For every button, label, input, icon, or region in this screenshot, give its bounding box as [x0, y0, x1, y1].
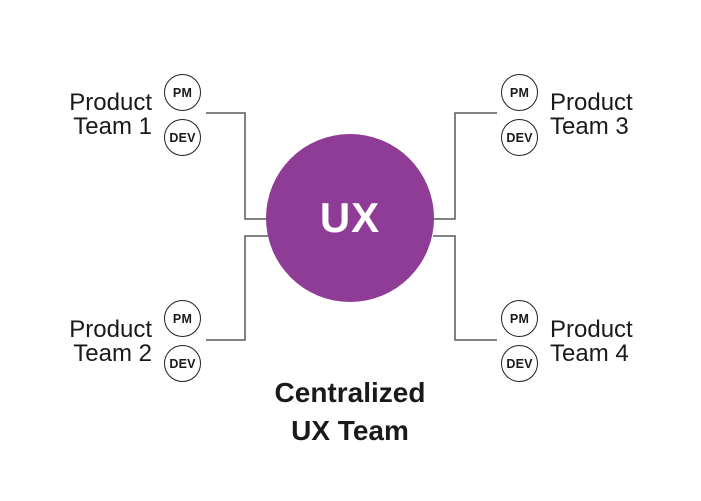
team4-dev-circle: DEV	[501, 345, 538, 382]
team4-pm-circle: PM	[501, 300, 538, 337]
caption-line2: UX Team	[291, 415, 409, 446]
team2-dev-circle: DEV	[164, 345, 201, 382]
team2-roles: PM DEV	[164, 300, 201, 382]
team3-label: Product Team 3	[550, 91, 680, 139]
team1-label-line2: Team 1	[73, 113, 152, 140]
team3-label-line1: Product	[550, 89, 633, 116]
team3-pm-circle: PM	[501, 74, 538, 111]
connector-team4	[433, 235, 497, 341]
connector-team3	[433, 112, 497, 220]
diagram-caption: Centralized UX Team	[200, 374, 500, 450]
team2-label-line1: Product	[69, 316, 152, 343]
team2-label: Product Team 2	[22, 318, 152, 366]
team1-pm-circle: PM	[164, 74, 201, 111]
team4-label-line1: Product	[550, 316, 633, 343]
team2-pm-circle: PM	[164, 300, 201, 337]
team1-roles: PM DEV	[164, 74, 201, 156]
team1-label: Product Team 1	[22, 91, 152, 139]
team1-label-line1: Product	[69, 89, 152, 116]
team2-label-line2: Team 2	[73, 340, 152, 367]
central-ux-label: UX	[319, 194, 381, 241]
connector-team2	[206, 235, 268, 341]
team4-label: Product Team 4	[550, 318, 680, 366]
caption-line1: Centralized	[274, 377, 426, 408]
team4-label-line2: Team 4	[550, 340, 629, 367]
team1-dev-circle: DEV	[164, 119, 201, 156]
team3-label-line2: Team 3	[550, 113, 629, 140]
central-ux-circle: UX	[266, 134, 434, 302]
connector-team1	[206, 112, 268, 220]
team4-roles: PM DEV	[501, 300, 538, 382]
team3-dev-circle: DEV	[501, 119, 538, 156]
team3-roles: PM DEV	[501, 74, 538, 156]
